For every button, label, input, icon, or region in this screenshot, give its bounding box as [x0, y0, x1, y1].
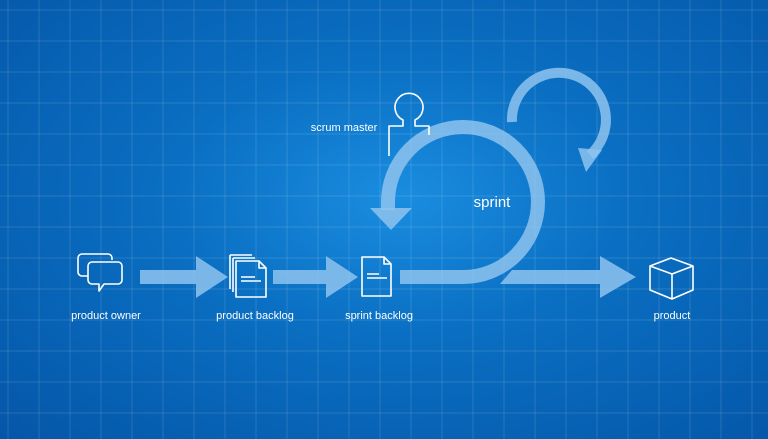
label-product: product [653, 310, 691, 322]
daily-loop-arrowhead [578, 148, 602, 172]
arrow-sprint-to-product [500, 256, 636, 298]
documents-stack-icon [229, 254, 267, 298]
arrow-backlog-to-sprint-backlog [273, 256, 358, 298]
sprint-loop-arrowhead [370, 208, 412, 230]
chat-bubbles-icon [77, 253, 123, 292]
cube-icon [649, 257, 694, 300]
label-product-backlog: product backlog [216, 310, 294, 322]
person-icon [388, 92, 430, 156]
label-product-owner: product owner [71, 310, 141, 322]
label-scrum-master: scrum master [310, 122, 378, 134]
label-sprint-backlog: sprint backlog [345, 310, 413, 322]
sprint-loop-arrow [380, 120, 545, 284]
daily-loop-arrow [506, 67, 611, 159]
arrow-owner-to-backlog [140, 256, 228, 298]
document-icon [361, 256, 392, 297]
label-sprint: sprint [473, 194, 511, 211]
